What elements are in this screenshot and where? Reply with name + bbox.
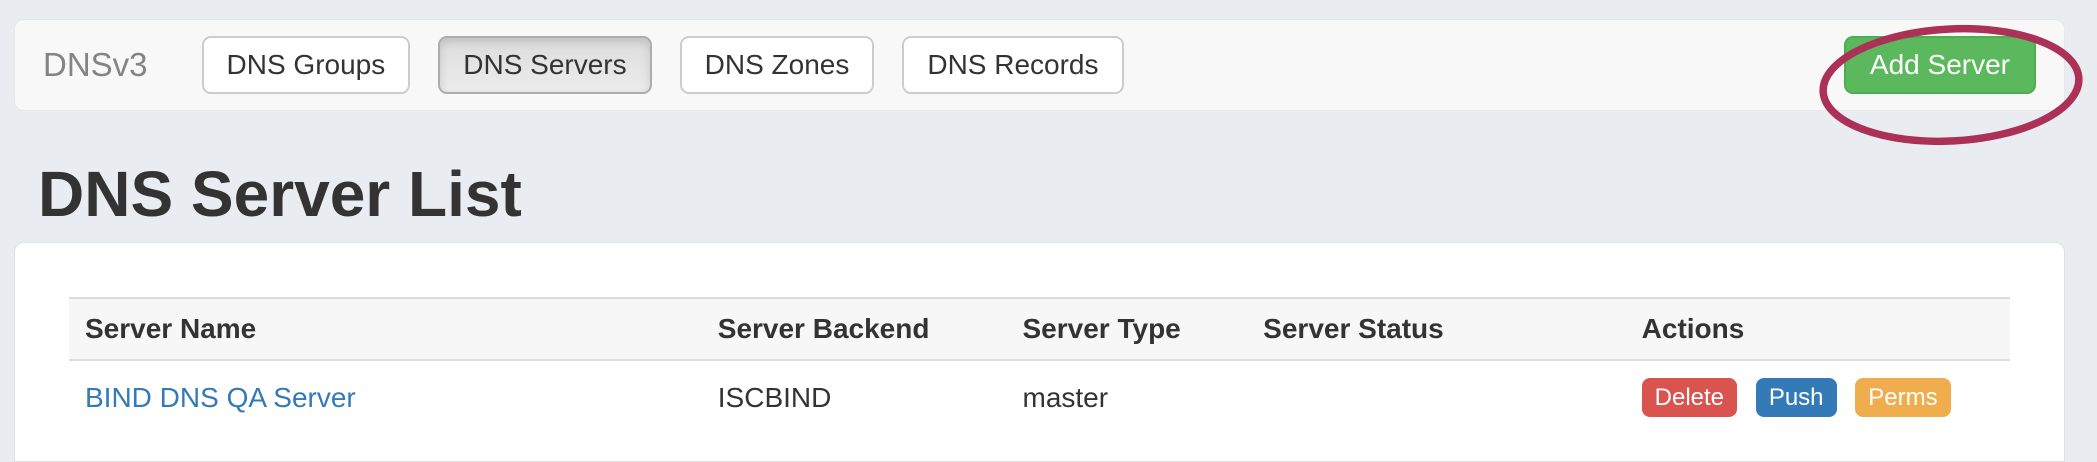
page: DNSv3 DNS Groups DNS Servers DNS Zones D… <box>0 19 2097 462</box>
nav-button-dns-zones[interactable]: DNS Zones <box>679 35 875 95</box>
nav-button-dns-records[interactable]: DNS Records <box>902 35 1124 95</box>
nav-button-dns-groups[interactable]: DNS Groups <box>201 35 411 95</box>
page-title: DNS Server List <box>38 158 522 230</box>
navbar: DNSv3 DNS Groups DNS Servers DNS Zones D… <box>14 19 2065 111</box>
server-table: Server Name Server Backend Server Type S… <box>69 297 2010 434</box>
server-status-cell <box>1247 360 1625 434</box>
column-header-server-type: Server Type <box>1006 297 1248 362</box>
column-header-actions: Actions <box>1625 297 2010 362</box>
table-header-row: Server Name Server Backend Server Type S… <box>69 297 2010 362</box>
server-list-card: Server Name Server Backend Server Type S… <box>14 242 2065 462</box>
actions-cell: Delete Push Perms <box>1626 360 2010 434</box>
table-row: BIND DNS QA Server ISCBIND master Delete… <box>69 360 2010 434</box>
add-server-button[interactable]: Add Server <box>1843 35 2036 95</box>
content-container: DNSv3 DNS Groups DNS Servers DNS Zones D… <box>14 19 2065 462</box>
column-header-server-name: Server Name <box>69 297 702 362</box>
push-button[interactable]: Push <box>1755 378 1837 418</box>
server-name-cell: BIND DNS QA Server <box>69 360 702 434</box>
server-type-cell: master <box>1022 381 1109 413</box>
server-name-link[interactable]: BIND DNS QA Server <box>85 381 356 413</box>
nav-button-dns-servers[interactable]: DNS Servers <box>438 35 652 95</box>
delete-button[interactable]: Delete <box>1641 378 1738 418</box>
server-backend-cell: ISCBIND <box>717 381 832 413</box>
column-header-server-backend: Server Backend <box>701 297 1007 362</box>
navbar-brand[interactable]: DNSv3 <box>43 46 148 83</box>
column-header-server-status: Server Status <box>1247 297 1626 362</box>
perms-button[interactable]: Perms <box>1855 378 1951 418</box>
